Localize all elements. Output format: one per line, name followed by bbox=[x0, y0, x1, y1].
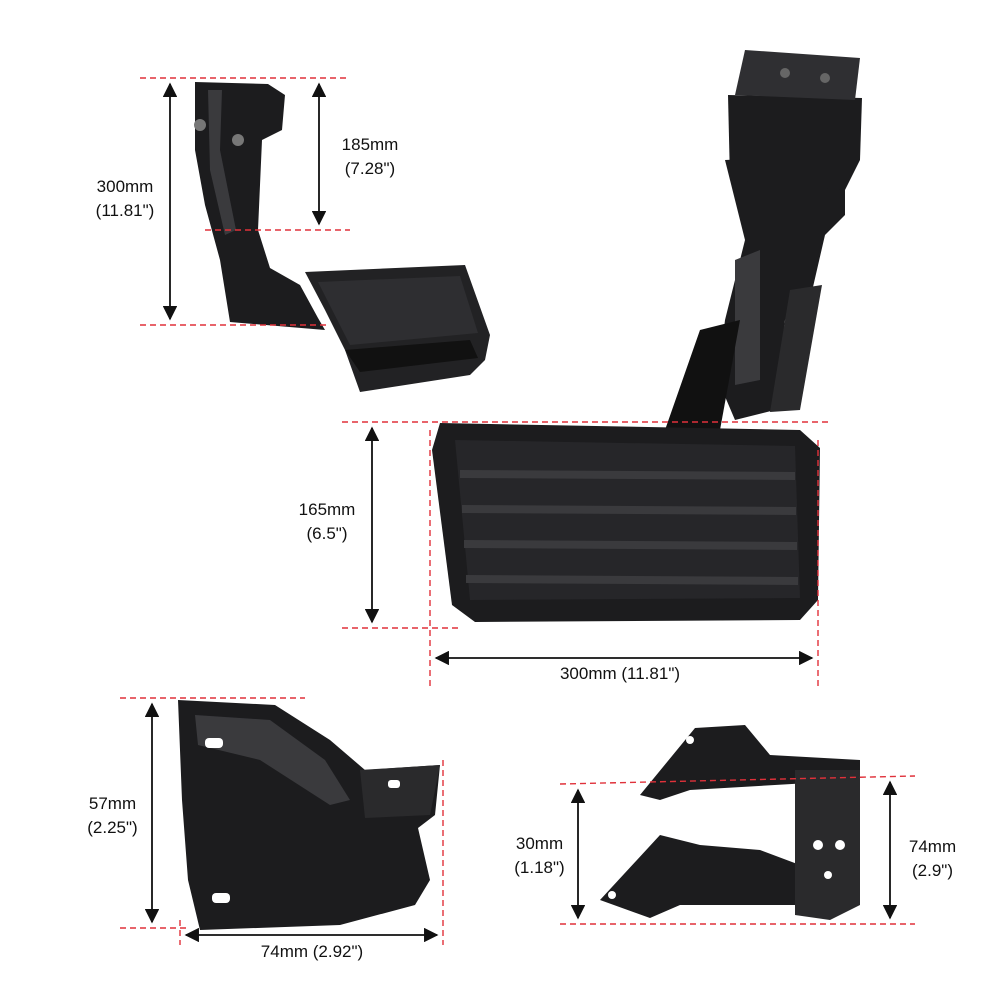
mounting-bracket-a bbox=[178, 700, 440, 930]
bracket-height-mm: 185mm bbox=[341, 135, 399, 154]
assembly-height-mm: 300mm bbox=[96, 177, 154, 196]
mount-a-width-text: 74mm (2.92") bbox=[260, 942, 364, 961]
mount-b-height-label: 74mm (2.9") bbox=[890, 835, 975, 883]
mount-a-width-label: 74mm (2.92") bbox=[222, 940, 402, 964]
mount-b-inner-mm: 30mm bbox=[515, 834, 564, 853]
mount-a-height-in: (2.25") bbox=[87, 818, 138, 837]
step-depth-mm: 165mm bbox=[298, 500, 356, 519]
bracket-height-label: 185mm (7.28") bbox=[325, 133, 415, 181]
mount-b-height-mm: 74mm bbox=[908, 837, 957, 856]
step-width-text: 300mm (11.81") bbox=[559, 664, 681, 683]
assembly-height-in: (11.81") bbox=[95, 201, 155, 220]
folded-step-assembly bbox=[194, 82, 490, 392]
mount-a-height-mm: 57mm bbox=[88, 794, 137, 813]
bracket-height-in: (7.28") bbox=[344, 159, 396, 178]
mount-a-height-label: 57mm (2.25") bbox=[70, 792, 155, 840]
step-depth-label: 165mm (6.5") bbox=[282, 498, 372, 546]
step-width-label: 300mm (11.81") bbox=[520, 662, 720, 686]
mount-b-inner-label: 30mm (1.18") bbox=[497, 832, 582, 880]
guide-lines bbox=[120, 77, 916, 945]
step-depth-in: (6.5") bbox=[306, 524, 348, 543]
mount-b-height-in: (2.9") bbox=[912, 861, 953, 880]
main-step-assembly bbox=[432, 50, 862, 622]
mount-b-inner-in: (1.18") bbox=[514, 858, 565, 877]
assembly-height-label: 300mm (11.81") bbox=[80, 175, 170, 223]
mounting-bracket-b bbox=[600, 725, 860, 920]
dimension-arrows bbox=[144, 82, 898, 943]
